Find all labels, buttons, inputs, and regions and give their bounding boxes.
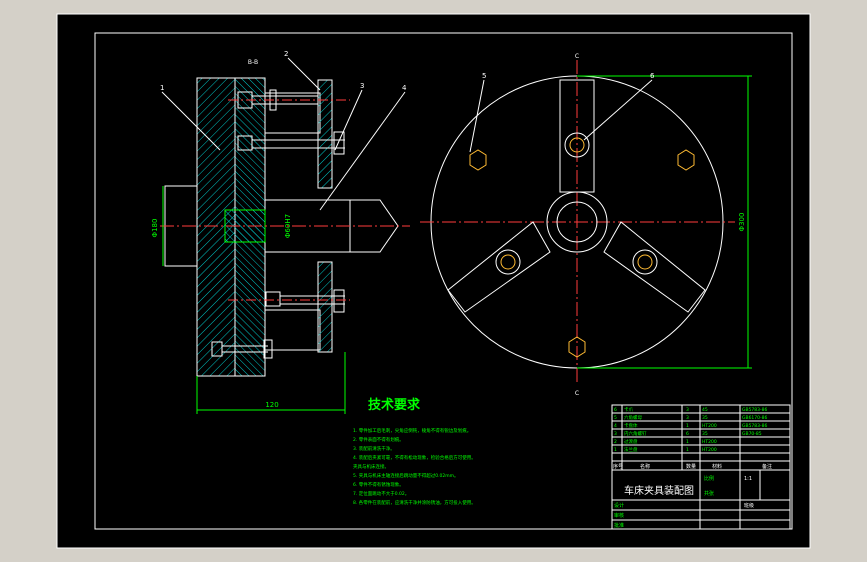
tech-line-3: 3. 装配前清洗干净。 <box>353 445 395 452</box>
header-remark: 备注 <box>762 463 772 470</box>
mounting-nuts <box>469 149 695 358</box>
bom-row-1-material: HT200 <box>702 447 717 453</box>
balloon-5: 5 <box>482 72 486 80</box>
tech-title: 技术要求 <box>368 397 421 413</box>
jaw-right <box>603 221 706 313</box>
tech-line-5: 夹具与机床连接。 <box>353 463 389 470</box>
bom-row-4-qty: 1 <box>686 423 689 429</box>
drawing-title: 车床夹具装配图 <box>624 484 694 497</box>
workpiece-cone <box>349 199 399 253</box>
bom-row-4-std: GB5783-86 <box>742 423 768 429</box>
bom-row-3-material: 35 <box>702 431 708 437</box>
bom-row-2-no: 2 <box>614 439 617 445</box>
section-view: Φ180 Φ60H7 120 B-B 1 2 3 4 <box>151 50 410 414</box>
bom-row-5-std: GB6170-86 <box>742 415 768 421</box>
tech-line-9: 8. 各零件在装配前，应清洗干净并涂防锈油，方可投入使用。 <box>353 499 476 506</box>
jaw-upper <box>317 79 333 189</box>
bom-row-5-name: 六角螺母 <box>624 414 642 421</box>
tech-line-7: 6. 零件不得有锈蚀现象。 <box>353 481 404 488</box>
bom-row-3-std: GB70-85 <box>742 431 762 437</box>
scale-label: 比例 <box>704 475 714 482</box>
jaw-bolts <box>495 132 658 275</box>
bom-row-6-no: 6 <box>614 407 617 413</box>
balloon-3: 3 <box>360 82 364 90</box>
bom-row-1-no: 1 <box>614 447 617 453</box>
header-no: 序号 <box>613 463 623 470</box>
bom-row-1-name: 法兰盘 <box>624 446 638 453</box>
jaw-top <box>559 79 595 193</box>
jaw-lower <box>317 261 333 353</box>
title-block <box>611 404 791 530</box>
plan-view: Φ300 C C 5 6 <box>420 53 752 397</box>
balloon-4: 4 <box>402 84 407 92</box>
bolt-mid <box>237 131 345 155</box>
title-block-header: 序号 名称 数量 材料 备注 <box>613 463 772 470</box>
section-mark: B-B <box>248 59 258 66</box>
sheet-label: 共张 <box>704 490 714 497</box>
tech-line-4: 4. 装配后夹紧可靠，不得有松动现象，检验合格后方可使用。 <box>353 454 476 461</box>
approver-label: 批准 <box>614 522 624 529</box>
bom-row-5-qty: 3 <box>686 415 689 421</box>
bom-row-4-material: HT200 <box>702 423 717 429</box>
bom-row-6-std: GB5783-86 <box>742 407 768 413</box>
balloon-6: 6 <box>650 72 655 80</box>
scale-value: 1:1 <box>744 476 752 482</box>
view-mark-top: C <box>575 53 579 60</box>
school-label: 班级 <box>744 502 754 509</box>
dim-left-text: Φ180 <box>151 219 159 238</box>
jaw-left <box>447 221 551 313</box>
designer-label: 设计 <box>614 502 624 509</box>
part-leaders <box>161 57 406 211</box>
center-bore-inner <box>556 201 598 243</box>
tech-line-8: 7. 定位面跳动不大于0.02。 <box>353 490 409 497</box>
bom-row-2-material: HT200 <box>702 439 717 445</box>
title-block-text: 6 卡爪 3 45 GB5783-86 5 六角螺母 3 35 GB6170-8… <box>614 406 768 453</box>
bom-row-4-no: 4 <box>614 423 617 429</box>
header-material: 材料 <box>712 463 722 470</box>
bom-row-6-name: 卡爪 <box>624 406 633 413</box>
dim-bottom-text: 120 <box>265 401 278 409</box>
tech-line-6: 5. 夹具与机床主轴连接后跳动量不得超过0.02mm。 <box>353 472 459 479</box>
header-qty: 数量 <box>686 463 696 470</box>
bom-row-3-name: 内六角螺钉 <box>624 430 647 437</box>
bom-row-6-material: 45 <box>702 407 708 413</box>
balloon-1: 1 <box>160 84 164 92</box>
bom-row-5-material: 35 <box>702 415 708 421</box>
bolt-bottom <box>211 339 273 359</box>
bom-row-5-no: 5 <box>614 415 617 421</box>
header-name: 名称 <box>640 463 650 470</box>
bom-row-1-qty: 1 <box>686 447 689 453</box>
checker-label: 审核 <box>614 512 624 519</box>
drawing-sheet <box>56 13 811 549</box>
balloon-2: 2 <box>284 50 288 58</box>
tech-line-1: 1. 零件加工后毛刺，尖角应倒钝，棱角不得有锐边及划痕。 <box>353 427 471 434</box>
drawing-frame <box>94 32 793 530</box>
bom-row-2-name: 过渡盘 <box>624 438 638 445</box>
bom-row-3-no: 3 <box>614 431 617 437</box>
leader-6 <box>583 79 653 141</box>
bom-row-4-name: 卡盘体 <box>624 422 638 429</box>
bolt-lower <box>265 289 345 313</box>
bom-row-6-qty: 3 <box>686 407 689 413</box>
dim-inner-text: Φ60H7 <box>284 214 292 238</box>
view-mark-bottom: C <box>575 390 579 397</box>
leader-5 <box>469 79 485 153</box>
bom-row-2-qty: 1 <box>686 439 689 445</box>
bom-row-3-qty: 6 <box>686 431 689 437</box>
tech-line-2: 2. 零件表面不得有划痕。 <box>353 436 404 443</box>
dim-right-text: Φ300 <box>738 213 746 232</box>
tech-requirements: 技术要求 1. 零件加工后毛刺，尖角应倒钝，棱角不得有锐边及划痕。 2. 零件表… <box>353 397 476 506</box>
